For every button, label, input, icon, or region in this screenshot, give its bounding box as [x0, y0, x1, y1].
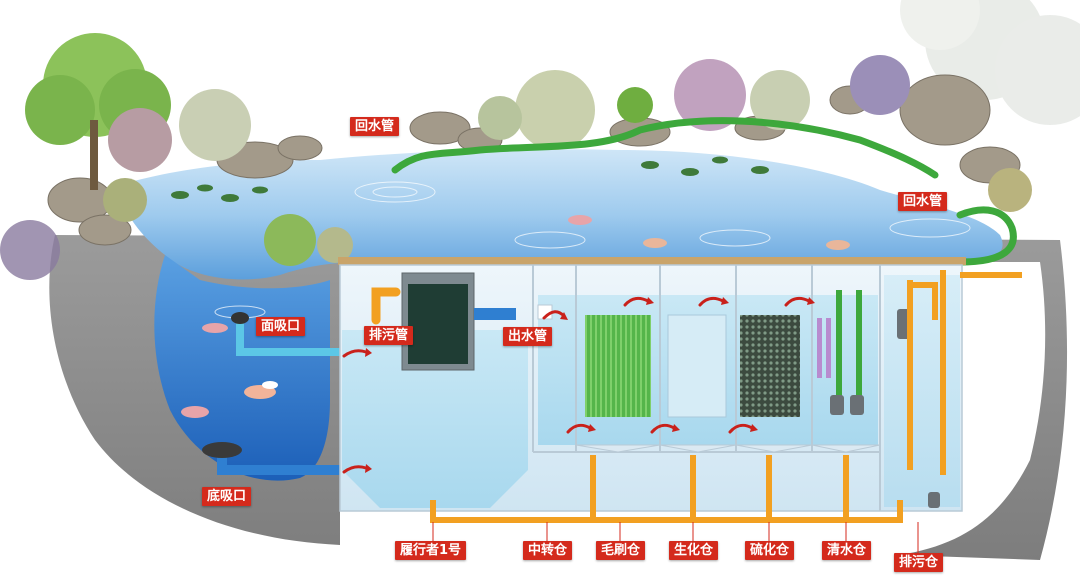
mesh-media	[740, 315, 800, 417]
label-return-pipe-left: 回水管	[350, 117, 399, 136]
label-nitrify: 硫化仓	[745, 541, 794, 560]
bottom-drain	[202, 442, 242, 458]
brush-media	[585, 315, 651, 417]
label-transfer: 中转仓	[523, 541, 572, 560]
bio-media	[668, 315, 726, 417]
label-brush: 毛刷仓	[596, 541, 645, 560]
outlet-pipe	[474, 308, 516, 320]
label-chamber-1: 履行者1号	[395, 541, 466, 560]
label-clear: 清水仓	[822, 541, 871, 560]
label-outlet-pipe: 出水管	[503, 327, 552, 346]
label-bio: 生化仓	[669, 541, 718, 560]
label-bottom-intake: 底吸口	[202, 487, 251, 506]
label-return-pipe-right: 回水管	[898, 192, 947, 211]
label-sewage-pipe: 排污管	[364, 326, 413, 345]
label-sewage-bin: 排污仓	[894, 553, 943, 572]
label-surface-intake: 面吸口	[256, 317, 305, 336]
deck-edge	[338, 257, 966, 265]
surface-skimmer	[231, 312, 249, 324]
